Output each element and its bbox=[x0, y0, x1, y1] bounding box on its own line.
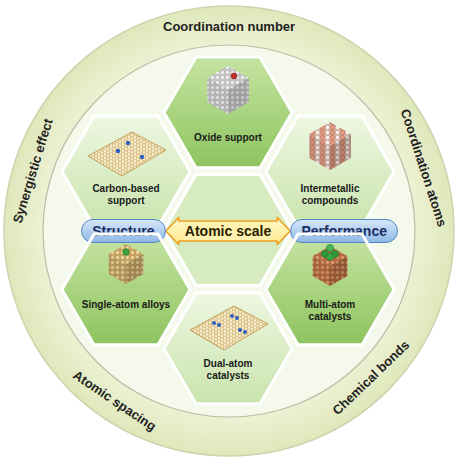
hexagon-label: Intermetallic compounds bbox=[285, 183, 375, 207]
hexagon-panel: Multi-atom catalysts bbox=[266, 234, 394, 345]
hexagon-border bbox=[266, 234, 394, 345]
hexagon-panel: Intermetallic compounds bbox=[266, 116, 394, 227]
ring-label: Coordination atoms bbox=[397, 107, 450, 229]
illustration-part bbox=[126, 254, 143, 284]
ring-label: Chemical bonds bbox=[330, 338, 413, 419]
illustration-part bbox=[62, 116, 190, 227]
arrow-label: Atomic scale bbox=[183, 222, 273, 240]
hexagon-border bbox=[62, 116, 190, 227]
multi-atom-cube bbox=[313, 244, 348, 286]
illustration-part bbox=[330, 134, 351, 170]
illustration-part bbox=[62, 234, 190, 345]
illustration-part bbox=[243, 330, 247, 334]
illustration-part bbox=[238, 328, 242, 332]
illustration-part bbox=[190, 306, 268, 350]
hexagon-label: Carbon-based support bbox=[81, 183, 171, 207]
illustration-part bbox=[126, 254, 143, 284]
illustration-part bbox=[326, 244, 333, 251]
illustration-part bbox=[217, 323, 221, 327]
illustration-part bbox=[228, 78, 249, 114]
illustration-part bbox=[266, 116, 394, 227]
illustration-part bbox=[123, 249, 129, 255]
illustration-part bbox=[313, 256, 330, 286]
illustration-part bbox=[330, 134, 351, 170]
dual-atom-sheet bbox=[190, 306, 268, 350]
illustration-part bbox=[140, 155, 144, 159]
illustration-part bbox=[126, 141, 130, 145]
hexagon-outline bbox=[164, 57, 292, 168]
illustration-part bbox=[228, 78, 249, 114]
illustration-part bbox=[330, 256, 347, 286]
illustration-part bbox=[164, 293, 292, 404]
hexagon-label: Multi-atom catalysts bbox=[285, 299, 375, 323]
single-atom-alloy-cube bbox=[109, 244, 144, 284]
hexagon-outline bbox=[62, 234, 190, 345]
pill-label: Performance bbox=[301, 222, 387, 240]
illustration-part bbox=[109, 254, 126, 284]
intermetallic-cube bbox=[309, 122, 351, 170]
hexagon-border bbox=[164, 293, 292, 404]
blue-pill-box: Performance bbox=[290, 219, 398, 243]
hexagon-border bbox=[62, 234, 190, 345]
hexagon-border bbox=[164, 57, 292, 168]
illustration-part bbox=[330, 256, 347, 286]
ring-label: Coordination number bbox=[163, 19, 295, 35]
illustration-part bbox=[309, 134, 330, 170]
illustration-part bbox=[109, 254, 126, 284]
illustration-part bbox=[235, 316, 239, 320]
carbon-sheet bbox=[88, 132, 166, 176]
inner-circle bbox=[43, 45, 415, 417]
illustration-part bbox=[309, 134, 330, 170]
hexagon-panel: Dual-atom catalysts bbox=[164, 293, 292, 404]
hexagon-label: Single-atom alloys bbox=[81, 299, 171, 311]
illustration-part bbox=[116, 149, 120, 153]
illustration-part bbox=[212, 321, 216, 325]
ring-label: Atomic spacing bbox=[70, 367, 159, 434]
illustration-part bbox=[164, 175, 292, 286]
hexagon-label: Oxide support bbox=[183, 132, 273, 144]
pill-label: Structure bbox=[92, 222, 154, 240]
hexagon-outline bbox=[266, 116, 394, 227]
hexagon-panel: Oxide support bbox=[164, 57, 292, 168]
illustration-part bbox=[207, 78, 228, 114]
hexagon-outline bbox=[164, 293, 292, 404]
illustration-part bbox=[266, 234, 394, 345]
illustration-part bbox=[313, 256, 330, 286]
illustration-part bbox=[164, 57, 292, 168]
illustration-part bbox=[230, 314, 234, 318]
illustration-part bbox=[207, 78, 228, 114]
hexagon-panel: Carbon-based support bbox=[62, 116, 190, 227]
outer-ring bbox=[4, 6, 454, 456]
blue-pill-box: Structure bbox=[81, 219, 166, 243]
hexagon-border bbox=[266, 116, 394, 227]
hexagon-fills bbox=[62, 57, 394, 404]
double-arrow bbox=[166, 218, 290, 245]
hexagon-outline bbox=[266, 234, 394, 345]
illustration-part bbox=[231, 73, 237, 79]
hexagon-outline bbox=[62, 116, 190, 227]
oxide-cube bbox=[207, 66, 249, 114]
hexagon-panel: Single-atom alloys bbox=[62, 234, 190, 345]
ring-label: Synergistic effect bbox=[10, 117, 57, 225]
illustration-part bbox=[326, 253, 333, 260]
hexagon-label: Dual-atom catalysts bbox=[183, 358, 273, 382]
illustration-part bbox=[88, 132, 166, 176]
